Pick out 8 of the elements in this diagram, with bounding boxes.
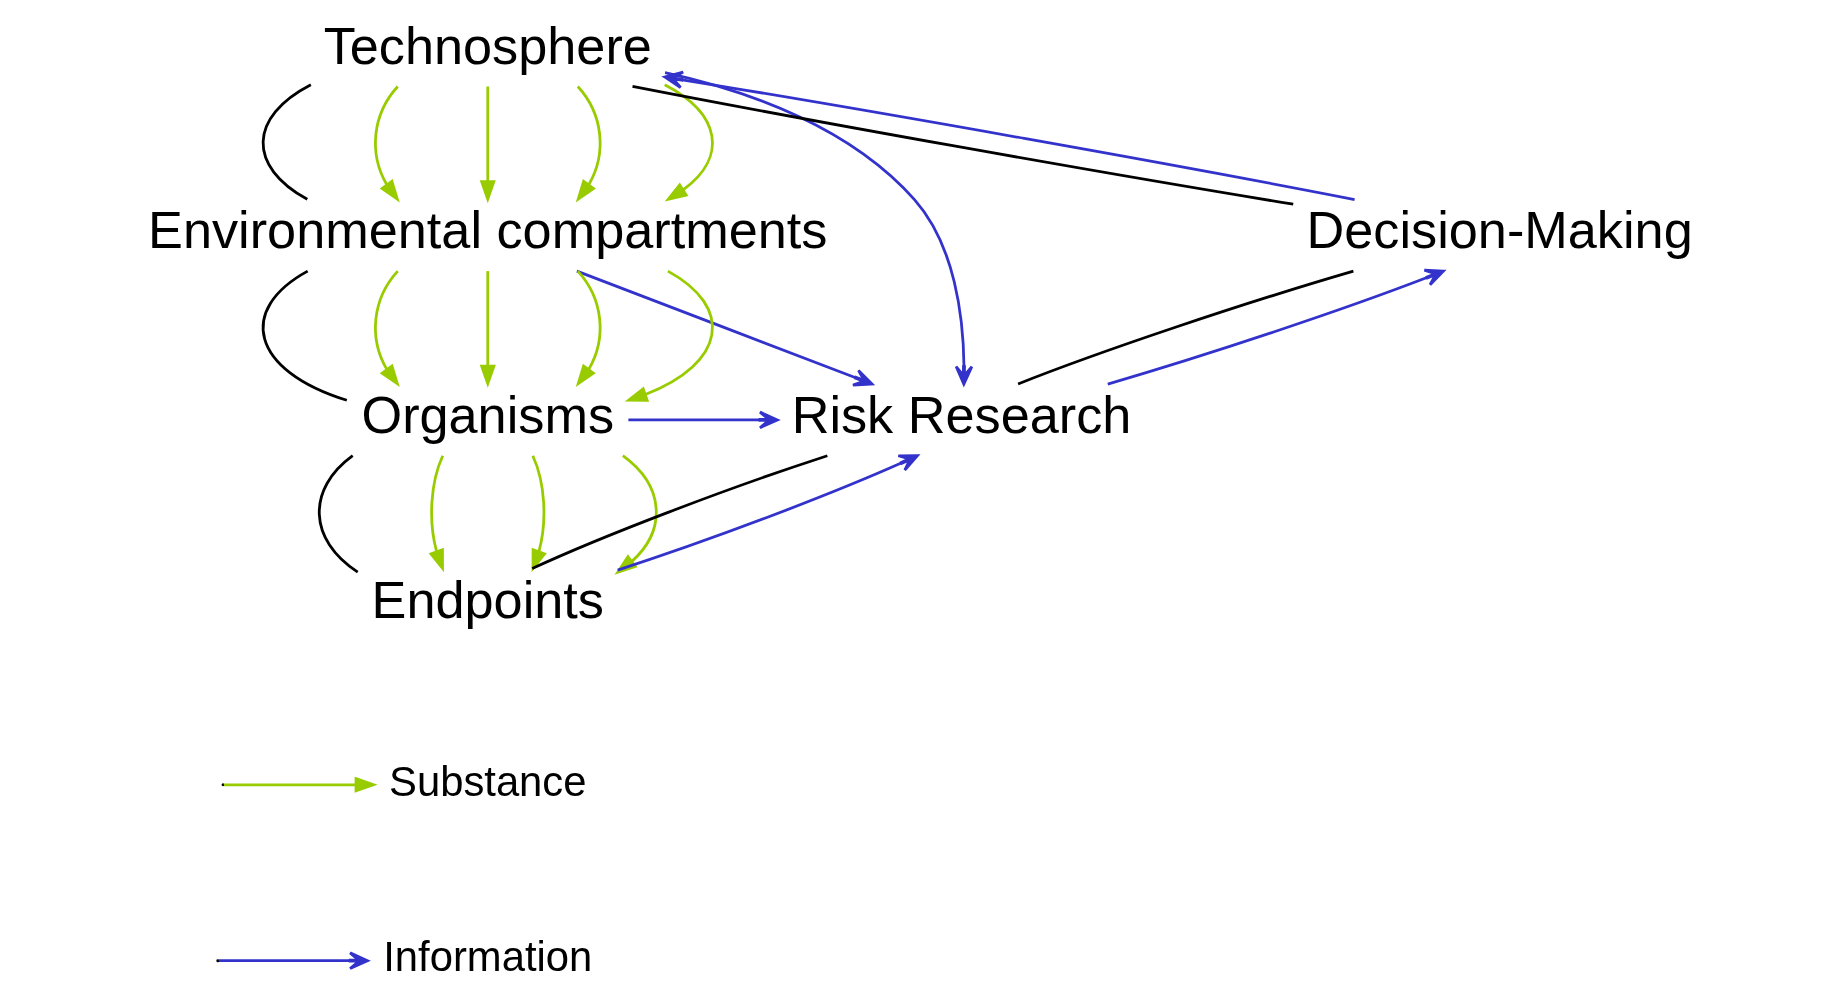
node-text: Technosphere xyxy=(323,16,652,75)
legend-label: Substance xyxy=(388,757,586,805)
node-text: Organisms xyxy=(361,385,614,444)
node-text: Endpoints xyxy=(371,570,604,629)
node-text: Decision-Making xyxy=(1306,201,1693,260)
node-text: Risk Research xyxy=(791,385,1131,444)
node-text: Environmental compartments xyxy=(147,201,827,260)
legend-label: Information xyxy=(382,933,592,981)
